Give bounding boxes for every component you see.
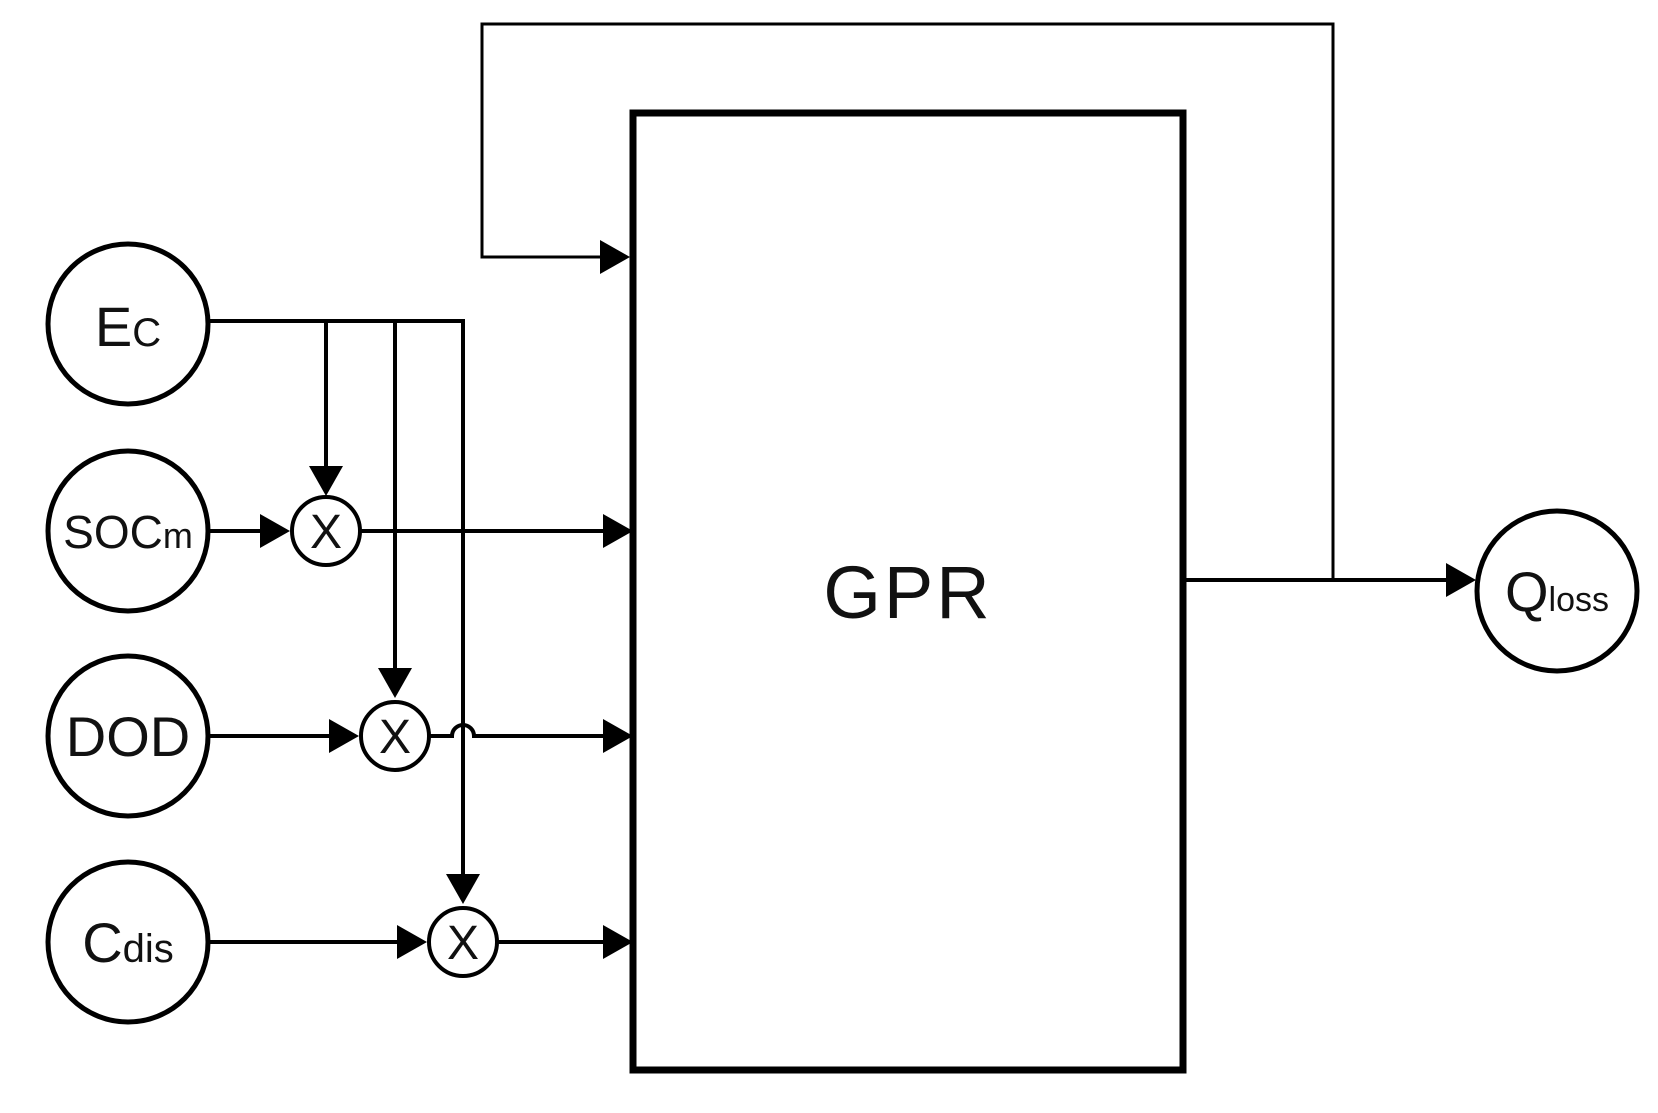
cdis-input-arrowhead bbox=[397, 925, 427, 959]
node-qloss bbox=[1474, 508, 1640, 674]
dod-output-line bbox=[429, 723, 605, 738]
node-dod bbox=[45, 653, 211, 819]
ec-drop-3-arrowhead bbox=[446, 874, 480, 904]
cdis-output-arrowhead bbox=[603, 925, 633, 959]
feedback-arrowhead bbox=[600, 240, 630, 274]
node-cdis-label: Cdis bbox=[82, 911, 174, 974]
dod-input-arrowhead bbox=[329, 719, 359, 753]
ec-drop-2-arrowhead bbox=[378, 668, 412, 698]
node-dod-label: DOD bbox=[66, 705, 190, 768]
gpr-box bbox=[629, 109, 1187, 1074]
multiplier-1-label: X bbox=[310, 506, 342, 559]
node-cdis bbox=[45, 859, 211, 1025]
node-qloss-label: Qloss bbox=[1505, 560, 1609, 623]
multiplier-3-label: X bbox=[447, 917, 479, 970]
node-socm-label: SOCm bbox=[63, 506, 193, 558]
node-ec bbox=[45, 241, 211, 407]
multiplier-2-label: X bbox=[379, 711, 411, 764]
node-ec-label: EC bbox=[95, 295, 161, 358]
feedback-line bbox=[480, 22, 1335, 580]
socm-output-arrowhead bbox=[603, 514, 633, 548]
ec-drop-1-arrowhead bbox=[309, 466, 343, 496]
socm-input-arrowhead bbox=[260, 514, 290, 548]
dod-output-arrowhead bbox=[603, 719, 633, 753]
output-arrowhead bbox=[1446, 563, 1476, 597]
node-socm bbox=[45, 448, 211, 614]
gpr-label: GPR bbox=[823, 551, 992, 634]
